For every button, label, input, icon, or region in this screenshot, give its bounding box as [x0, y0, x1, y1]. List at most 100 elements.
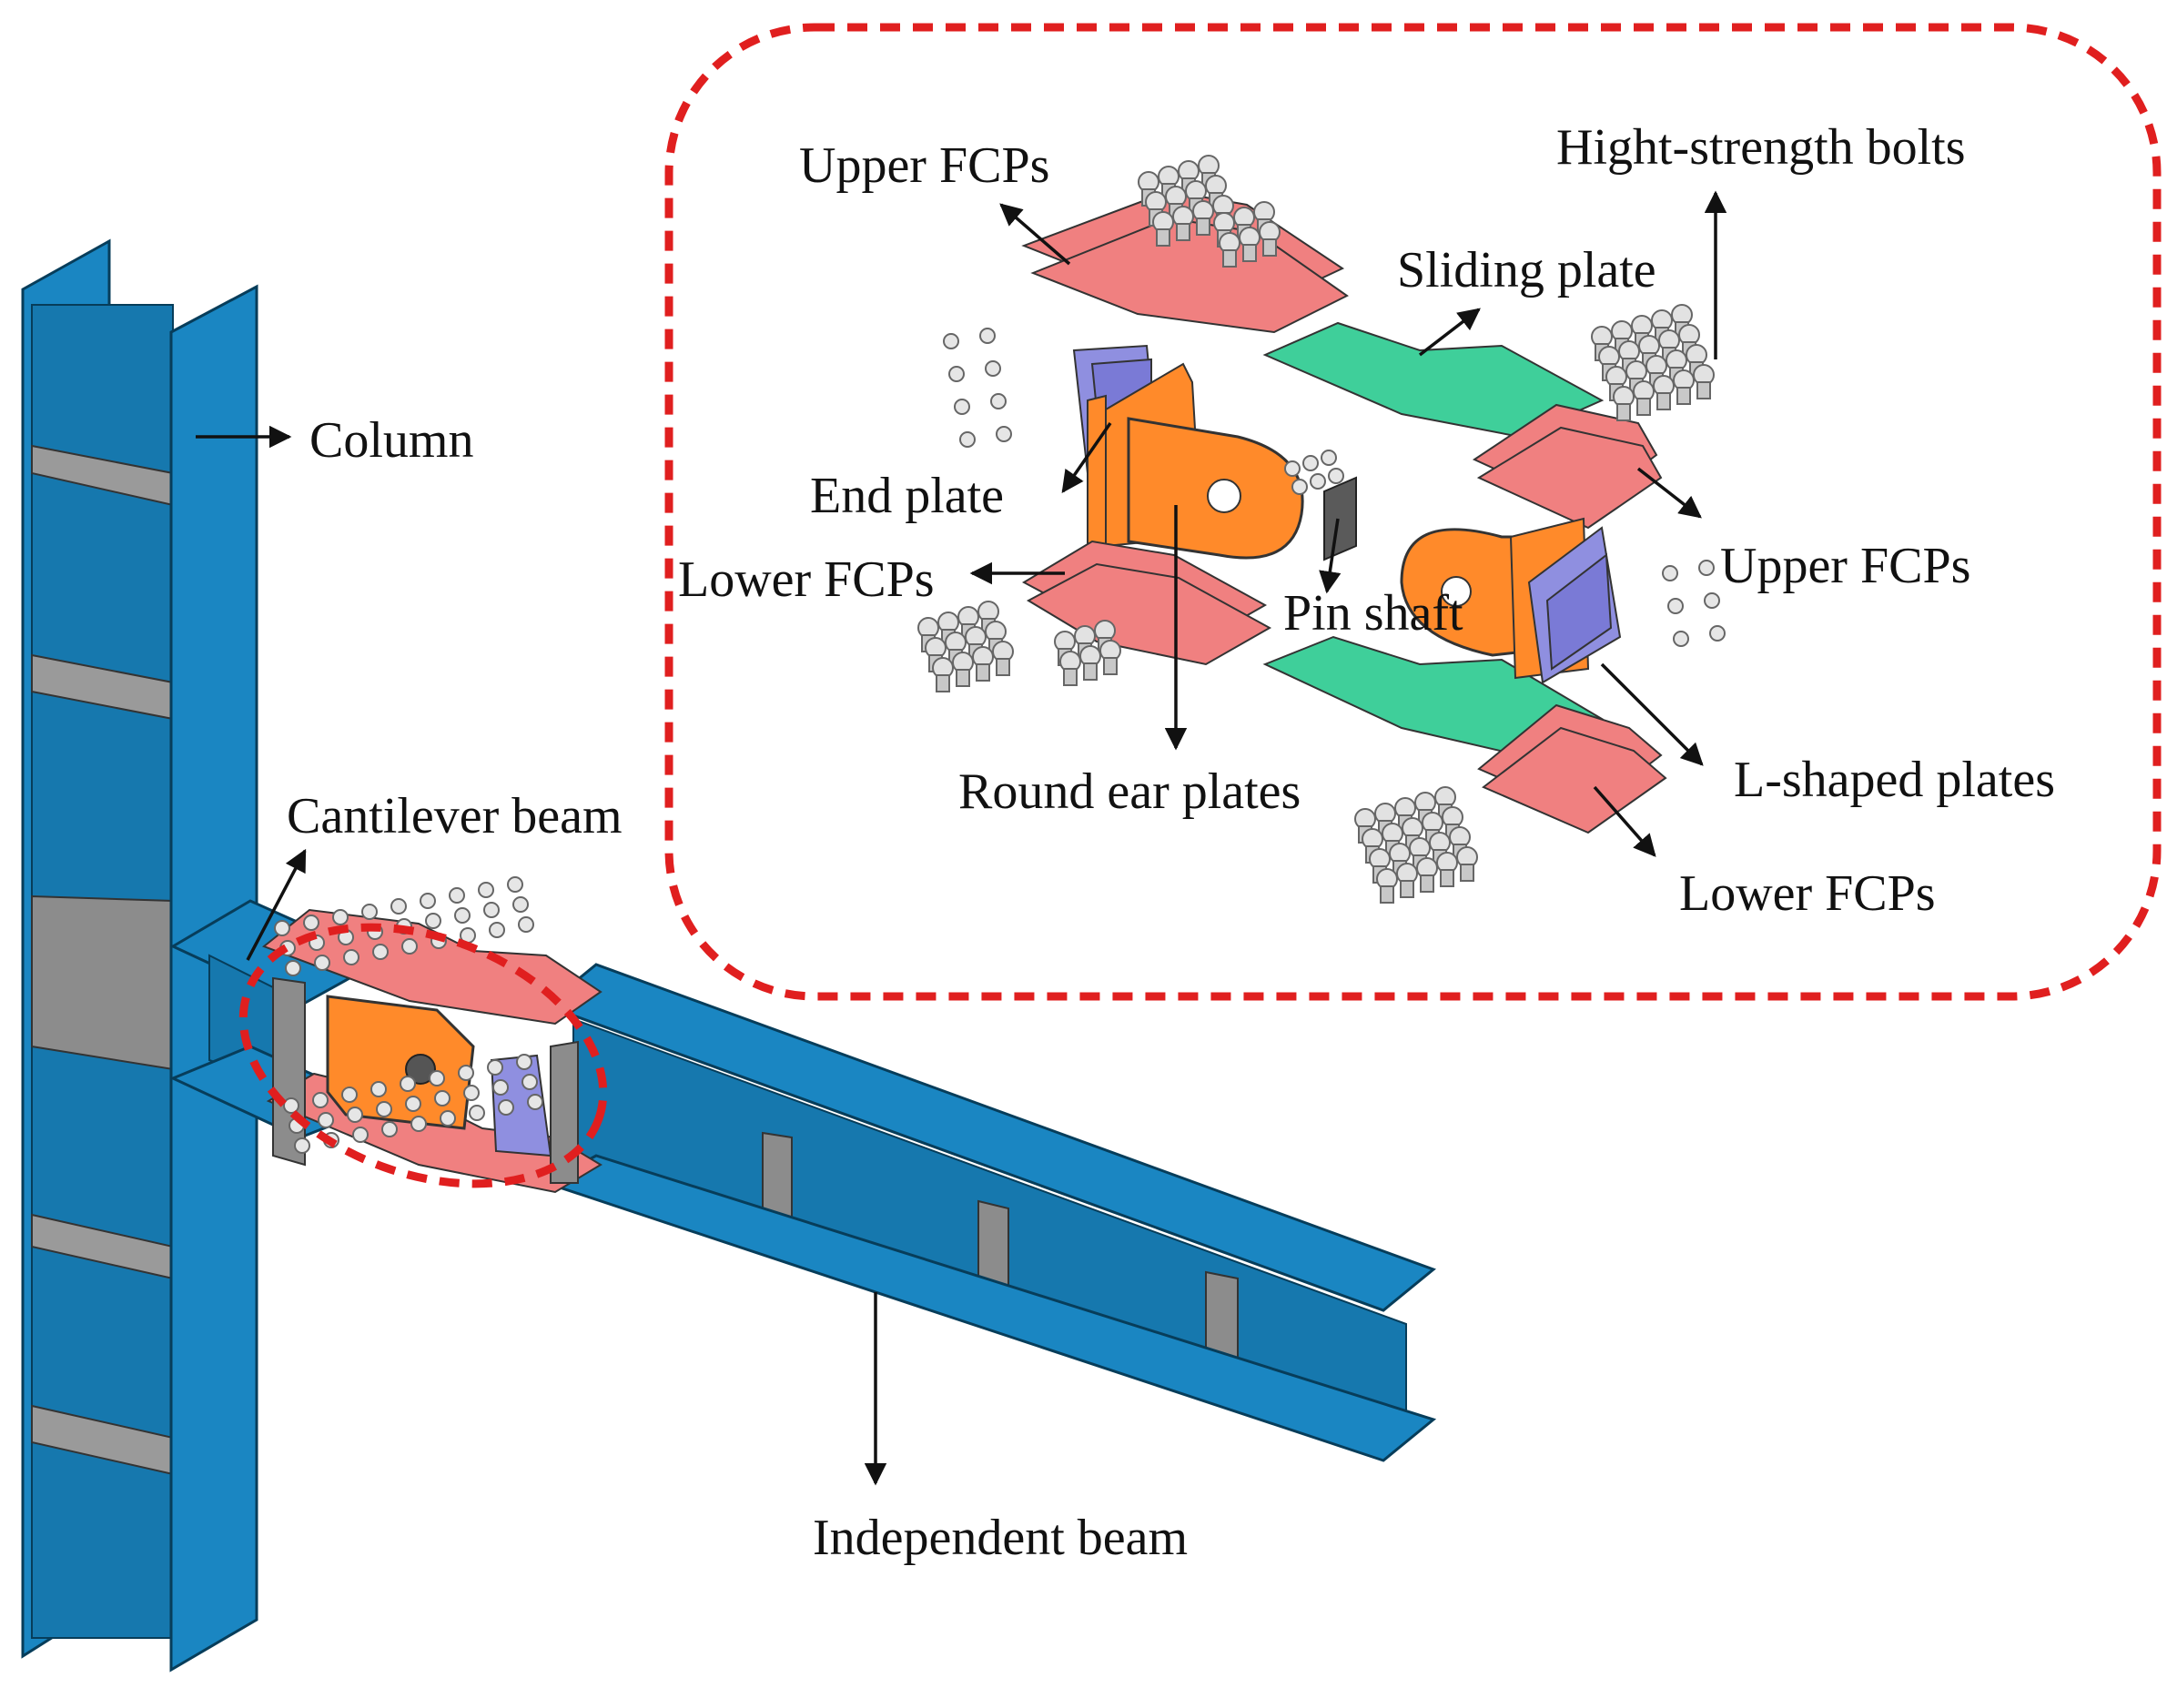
arrow-pin-shaft	[1319, 518, 1342, 594]
joint-bolt-bottom	[527, 1094, 543, 1110]
joint-bolt-bottom	[458, 1065, 474, 1081]
nut-column-left	[979, 328, 996, 344]
exploded-view	[917, 155, 1726, 904]
lower-fcps-right-part	[1477, 703, 1667, 834]
sliding-plate-bottom-part	[1262, 635, 1605, 757]
joint-bolt-bottom	[434, 1090, 451, 1107]
joint-pin-shaft	[405, 1054, 436, 1085]
nut-column-left	[954, 399, 970, 415]
joint-bolt-top	[512, 896, 529, 913]
independent-beam	[542, 963, 1437, 1462]
bolt-cluster-bottom-right	[1456, 846, 1478, 882]
joint-bolt-top	[449, 887, 465, 904]
label-lower-fcps-left: Lower FCPs	[678, 551, 935, 608]
nut-cluster-pin-shaft	[1291, 479, 1308, 495]
bolt-cluster-top-mid	[1219, 232, 1240, 268]
joint-bolt-top	[420, 893, 436, 909]
bolt-cluster-top-right	[1613, 386, 1635, 421]
joint-bolt-top	[478, 882, 494, 898]
joint-bolt-bottom	[469, 1105, 485, 1121]
label-lower-fcps-right: Lower FCPs	[1679, 865, 1936, 922]
joint-callout-ellipse	[238, 923, 608, 1188]
arrow-upper-fcps-top	[999, 203, 1071, 266]
joint-bolt-bottom	[516, 1054, 532, 1070]
nut-column-left	[990, 393, 1007, 409]
bolt-cluster-top-right	[1693, 364, 1715, 399]
lower-fcps-left-part	[1021, 540, 1272, 666]
nut-cluster-pin-shaft	[1321, 450, 1337, 466]
nut-column-left	[948, 366, 965, 382]
nut-column-right	[1673, 631, 1689, 647]
joint-bolt-top	[332, 909, 349, 925]
bolt-cluster-top-right	[1633, 380, 1655, 416]
arrow-upper-fcps-right	[1636, 467, 1702, 519]
nut-column-right	[1667, 598, 1684, 614]
bolt-cluster-bottom-left	[972, 646, 994, 682]
nut-column-left	[959, 431, 976, 448]
bolt-cluster-bottom-right	[1376, 868, 1398, 904]
bolt-cluster-top-right	[1653, 375, 1675, 410]
round-ear-plates-left-part	[1105, 362, 1304, 560]
label-upper-fcps-right: Upper FCPs	[1720, 538, 1970, 594]
joint-bolt-bottom	[347, 1107, 363, 1123]
bolt-cluster-top-mid	[1259, 221, 1281, 257]
nut-column-left	[985, 360, 1001, 377]
bolt-cluster-bottom-left	[952, 652, 974, 687]
pin-shaft-part	[1323, 476, 1357, 561]
nut-column-right	[1704, 592, 1720, 609]
nut-cluster-pin-shaft	[1310, 473, 1326, 490]
joint-bolt-top	[274, 920, 290, 936]
bolt-cluster-bottom-right	[1396, 863, 1418, 898]
label-sliding-plate: Sliding plate	[1397, 242, 1656, 298]
joint-bolt-top	[425, 913, 441, 929]
joint-bolt-top	[303, 915, 319, 931]
joint-bolt-top	[390, 898, 407, 915]
label-cantilever-beam: Cantilever beam	[287, 788, 623, 844]
label-end-plate: End plate	[810, 468, 1004, 524]
upper-fcps-right-part	[1472, 403, 1663, 530]
bolt-cluster-top-left	[1192, 200, 1214, 236]
joint-bolt-bottom	[487, 1059, 503, 1076]
column-panel-zone	[31, 894, 174, 1071]
l-shaped-plates-right-part	[1527, 526, 1622, 684]
sliding-plate-top-part	[1262, 321, 1605, 439]
bolt-cluster-bottom-mid	[1079, 645, 1101, 681]
arrow-cantilever-beam	[246, 848, 307, 961]
arrow-sliding-plate	[1418, 308, 1481, 357]
bolt-cluster-bottom-mid	[1059, 651, 1081, 686]
assembled-joint	[262, 876, 602, 1194]
nut-cluster-pin-shaft	[1328, 468, 1344, 484]
labels: Column Cantilever beam Independent beam …	[287, 119, 2055, 1566]
joint-bolt-bottom	[492, 1079, 509, 1096]
joint-bolt-bottom	[429, 1070, 445, 1086]
nut-cluster-pin-shaft	[1284, 460, 1301, 477]
label-pin-shaft: Pin shaft	[1283, 585, 1463, 642]
joint-bolt-bottom	[381, 1121, 398, 1137]
joint-bolt-bottom	[352, 1127, 369, 1143]
joint-beam-end	[550, 1040, 579, 1184]
joint-bolt-top	[489, 922, 505, 938]
nut-cluster-pin-shaft	[1302, 455, 1319, 471]
bolt-cluster-top-mid	[1239, 227, 1261, 262]
bolt-cluster-bottom-mid	[1099, 640, 1121, 675]
joint-bolt-bottom	[318, 1112, 334, 1128]
arrow-l-shaped-plates	[1600, 662, 1704, 766]
exploded-view-callout	[664, 23, 2162, 1001]
joint-bolt-bottom	[521, 1074, 538, 1090]
joint-bolt-bottom	[440, 1110, 456, 1127]
label-upper-fcps-top: Upper FCPs	[799, 137, 1049, 194]
joint-bolt-top	[507, 876, 523, 893]
nut-column-right	[1662, 565, 1678, 581]
joint-bolt-top	[401, 938, 418, 955]
joint-bolt-top	[483, 902, 500, 918]
joint-bolt-bottom	[341, 1086, 358, 1103]
bolt-cluster-bottom-left	[932, 657, 954, 692]
joint-bolt-top	[314, 955, 330, 971]
joint-bolt-bottom	[405, 1096, 421, 1112]
nut-column-left	[943, 333, 959, 349]
joint-bolt-bottom	[463, 1085, 480, 1101]
bolt-cluster-top-left	[1152, 211, 1174, 247]
joint-bolt-top	[372, 944, 389, 960]
label-l-shaped-plates: L-shaped plates	[1734, 752, 2055, 808]
